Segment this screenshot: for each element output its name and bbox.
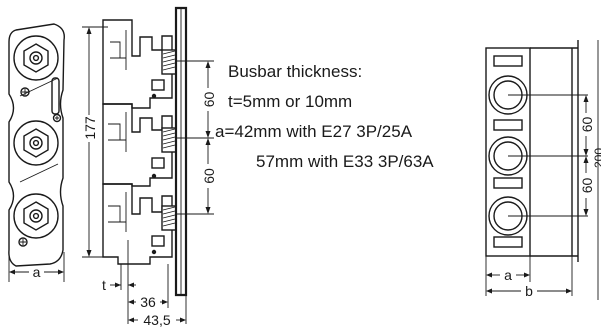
fuse-holder-lower-ring (13, 193, 59, 239)
dimension-a-front: a (8, 252, 65, 282)
fuse-holder-lower-hex (23, 201, 49, 231)
dimension-t-label: t (102, 277, 106, 293)
fuse-holder-lower-center (29, 209, 43, 223)
fuse-holder-upper-hex (23, 43, 49, 73)
dimension-43-5-label: 43,5 (143, 312, 170, 328)
front-view-body-outline (8, 23, 65, 267)
busbar-notes-a-line1: a=42mm with E27 3P/25A (215, 122, 413, 141)
dimension-pitch-lower-label: 60 (201, 168, 217, 184)
dimension-a-front-label: a (33, 264, 41, 280)
fuse-holder-upper-center (29, 51, 43, 65)
fuse-holder-middle (13, 120, 59, 166)
dimension-pitch-lower: 60 (201, 138, 217, 214)
contact-spring-lower (151, 205, 177, 255)
dimension-36: 36 (128, 294, 168, 310)
terminal-screw-upper-slot (22, 89, 28, 95)
terminal-screw-lower-icon (18, 237, 28, 247)
side-screw-slot (55, 116, 59, 120)
dimension-177-label: 177 (82, 116, 98, 140)
right-view-body (485, 47, 531, 257)
right-view-slot-4 (493, 236, 523, 248)
fuse-holder-upper-center-dot (32, 54, 40, 62)
side-view-inner-steps (108, 30, 127, 232)
side-view-body-profile-low (102, 183, 173, 265)
right-dimension-pitch-lower-label: 60 (579, 178, 595, 194)
busbar-notes-a-line2: 57mm with E33 3P/63A (256, 152, 434, 171)
right-view: 60 60 200 a b (485, 40, 601, 300)
right-view-slot-2 (493, 119, 523, 131)
right-dimension-overall: 200 (592, 40, 601, 300)
fuse-holder-middle-center-dot (32, 139, 40, 147)
right-dimension-a-label: a (504, 267, 512, 283)
fuse-holder-upper (13, 35, 59, 97)
dimension-177: 177 (82, 26, 110, 258)
busbar-notes: Busbar thickness: t=5mm or 10mm a=42mm w… (215, 62, 434, 171)
terminal-screw-upper-icon (20, 87, 30, 97)
fuse-holder-lower (13, 193, 59, 247)
dimension-36-label: 36 (140, 294, 156, 310)
right-view-fuse-middle (488, 136, 588, 176)
dimension-pitch-upper-label: 60 (201, 92, 217, 108)
busbar-notes-thickness: t=5mm or 10mm (228, 92, 352, 111)
side-screw-icon (52, 113, 62, 123)
side-cover-slot (51, 77, 60, 115)
front-view: a (8, 23, 65, 282)
right-dimension-b: b (486, 283, 572, 299)
fuse-holder-middle-ring (13, 120, 59, 166)
right-view-fuse-upper (488, 75, 588, 115)
fuse-holder-lower-center-dot (32, 212, 40, 220)
right-dimension-pitch-lower: 60 (579, 156, 595, 216)
right-dimension-overall-label: 200 (592, 148, 601, 168)
dimension-pitch-upper: 60 (201, 61, 217, 138)
right-view-fuse-lower (488, 196, 588, 236)
right-view-slot-1 (493, 55, 523, 67)
fuse-holder-middle-center (29, 136, 43, 150)
right-view-slot-3 (493, 177, 523, 189)
fuse-holder-middle-hex (23, 128, 49, 158)
contact-spring-upper (151, 49, 177, 99)
right-dimension-b-label: b (525, 283, 533, 299)
terminal-screw-lower-slot (20, 239, 26, 245)
right-dimension-pitch-upper: 60 (579, 95, 595, 156)
busbar-notes-heading: Busbar thickness: (228, 62, 362, 81)
dimension-t: t (102, 277, 136, 293)
side-view: 177 (82, 6, 217, 328)
right-dimension-pitch-upper-label: 60 (579, 117, 595, 133)
right-dimension-a: a (486, 267, 530, 283)
fuse-holder-upper-ring (13, 35, 59, 81)
dimension-43-5: 43,5 (128, 312, 186, 328)
